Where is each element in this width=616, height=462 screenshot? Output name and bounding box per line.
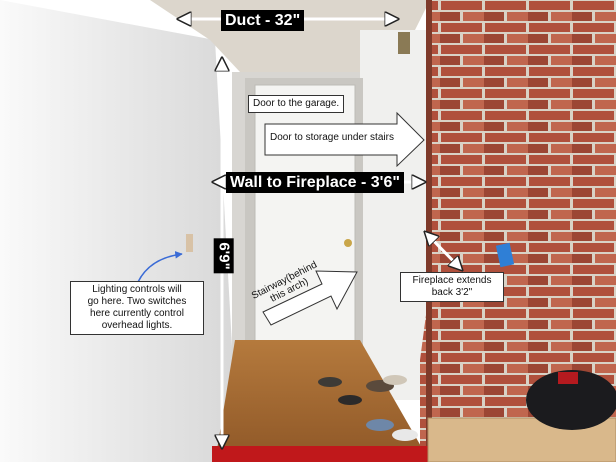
shoes	[383, 375, 407, 385]
lighting-note-line4: overhead lights.	[101, 320, 173, 331]
storage-arrow	[264, 111, 425, 168]
door-to-storage-label: Door to storage under stairs	[270, 132, 394, 143]
red-rug	[212, 446, 434, 462]
door-to-garage-label: Door to the garage.	[248, 95, 345, 113]
fireplace-depth-line1: Fireplace extends	[412, 275, 492, 286]
stairway-arrow	[262, 270, 358, 326]
lighting-pointer-arrow	[137, 251, 183, 283]
brick-edge	[426, 0, 432, 462]
lighting-controls-note: Lighting controls will go here. Two swit…	[70, 281, 204, 335]
shoes	[338, 395, 362, 405]
lighting-note-line2: go here. Two switches	[87, 296, 187, 307]
wall-to-fireplace-label: Wall to Fireplace - 3'6"	[226, 172, 404, 193]
fireplace-depth-line2: back 3'2"	[431, 287, 473, 298]
shoes	[366, 419, 394, 431]
red-item	[558, 372, 578, 384]
shoes	[392, 429, 418, 441]
right-hall-wall	[360, 30, 430, 400]
fireplace-depth-label: Fireplace extends back 3'2"	[400, 272, 504, 302]
shoes	[318, 377, 342, 387]
blue-tape	[495, 242, 515, 268]
black-bag	[526, 370, 616, 430]
wall-lamp	[398, 32, 410, 54]
door-height-label: 6'9"	[213, 238, 234, 274]
hall-floor	[215, 340, 430, 462]
brick-fireplace	[420, 0, 616, 462]
lighting-note-line3: here currently control	[90, 308, 184, 319]
lighting-note-line1: Lighting controls will	[92, 284, 182, 295]
fireplace-depth-line	[425, 232, 462, 270]
door-knob	[344, 239, 352, 247]
left-wall	[0, 0, 235, 462]
switch-plate	[186, 234, 193, 252]
duct-label: Duct - 32"	[221, 10, 305, 31]
